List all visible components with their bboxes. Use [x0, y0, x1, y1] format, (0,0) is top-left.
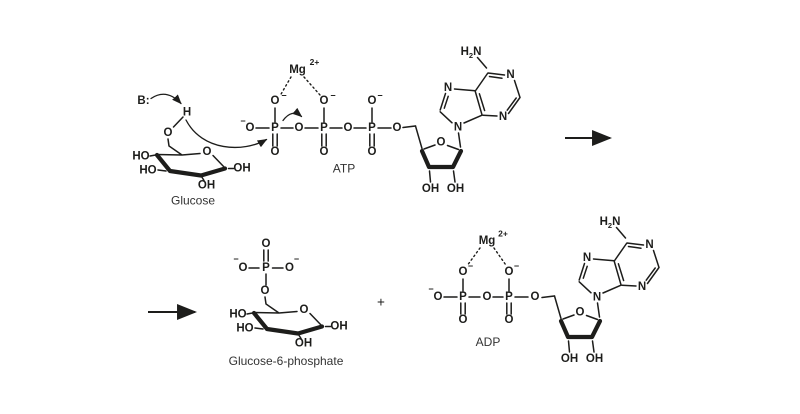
atom-P-beta: P	[320, 122, 328, 134]
atom-Mg: Mg	[289, 64, 306, 76]
atom-P-alpha: P	[368, 122, 376, 134]
adp-bonds	[443, 278, 529, 315]
atom-O: O	[459, 266, 468, 278]
plus-sign: +	[377, 295, 385, 310]
pyranose-front-rim	[154, 152, 228, 178]
atom-O: O	[320, 146, 329, 158]
caption-atp: ATP	[333, 162, 355, 176]
atp-molecule: − O P O P O P O O − O − O − O O O Mg 2+ …	[240, 57, 401, 176]
charge-minus: −	[240, 116, 245, 126]
atom-O: O	[285, 262, 294, 274]
atom-O: O	[483, 291, 492, 303]
ribose-front-rim	[419, 148, 464, 170]
atom-O: O	[262, 238, 271, 250]
atom-P: P	[262, 262, 270, 274]
curved-arrow-O-to-phosphorus	[185, 119, 268, 149]
caption-glucose: Glucose	[171, 194, 215, 208]
atom-N7: N	[444, 82, 452, 94]
atom-N1: N	[506, 69, 514, 81]
atom-O: O	[344, 122, 353, 134]
g6p-phosphate-bonds	[248, 249, 284, 286]
charge-minus: −	[514, 261, 519, 271]
atp-bonds	[255, 107, 392, 147]
atom-O: O	[368, 95, 377, 107]
atom-OH: OH	[198, 180, 215, 192]
atom-P-alpha: P	[505, 291, 513, 303]
atom-O: O	[393, 122, 402, 134]
mg-charge: 2+	[498, 229, 508, 239]
atom-O: O	[505, 266, 514, 278]
glucose-reactant: O O HO HO OH OH B: H Glucose	[132, 93, 268, 208]
adenosine-bonds	[402, 56, 521, 183]
curved-arrow-P-O-bond	[282, 107, 303, 122]
atom-O: O	[239, 262, 248, 274]
atom-OH: OH	[422, 183, 439, 195]
amino-sub2: 2	[469, 50, 473, 59]
atom-ring-O: O	[437, 137, 446, 149]
atom-ring-O: O	[203, 146, 212, 158]
atom-O: O	[459, 314, 468, 326]
atom-P-gamma: P	[271, 122, 279, 134]
atom-N3: N	[499, 111, 507, 123]
caption-adp: ADP	[476, 335, 501, 349]
atom-O: O	[271, 146, 280, 158]
caption-g6p: Glucose-6-phosphate	[229, 354, 344, 368]
atom-OH: OH	[447, 183, 464, 195]
atom-OH: OH	[233, 163, 250, 175]
charge-minus: −	[468, 261, 473, 271]
amino-group: H2N	[461, 46, 482, 59]
atom-O: O	[368, 146, 377, 158]
pyranose-bonds	[149, 138, 235, 182]
charge-minus: −	[377, 91, 382, 101]
atom-O: O	[246, 122, 255, 134]
atom-O: O	[531, 291, 540, 303]
atom-P-beta: P	[459, 291, 467, 303]
mg-coordination-dashes	[279, 76, 321, 96]
atom-H: H	[183, 107, 191, 119]
adp-molecule: − O P O P O O − O − O O Mg 2+ ADP	[428, 229, 539, 350]
charge-minus: −	[330, 91, 335, 101]
atom-Mg: Mg	[479, 235, 496, 247]
atom-N9: N	[454, 122, 462, 134]
mg-charge: 2+	[310, 57, 320, 67]
atom-O: O	[505, 314, 514, 326]
atom-HO: HO	[132, 151, 149, 163]
charge-minus: −	[428, 284, 433, 294]
O-H-bond	[172, 116, 184, 128]
charge-minus: −	[294, 254, 299, 264]
atom-O: O	[271, 95, 280, 107]
amino-H: H	[461, 46, 469, 58]
charge-minus: −	[281, 91, 286, 101]
glucose-6-phosphate-molecule: O − O P O − Glucose-6-phosphate	[229, 238, 348, 368]
adenosine-group: O OH OH N N N N H2N	[402, 46, 521, 195]
pyranose-ring: O O HO HO OH OH	[132, 127, 250, 192]
mg-coordination-dashes	[467, 247, 507, 266]
atom-O: O	[295, 122, 304, 134]
atom-O: O	[434, 291, 443, 303]
atom-HO: HO	[139, 165, 156, 177]
atom-O: O	[320, 95, 329, 107]
adenosine-group-bottom	[542, 216, 659, 365]
base-label: B:	[137, 95, 149, 107]
amino-N: N	[473, 46, 481, 58]
pyranose-ring-product	[229, 285, 347, 350]
charge-minus: −	[233, 254, 238, 264]
atom-O: O	[164, 127, 173, 139]
curved-arrow-base-to-H	[150, 93, 182, 105]
